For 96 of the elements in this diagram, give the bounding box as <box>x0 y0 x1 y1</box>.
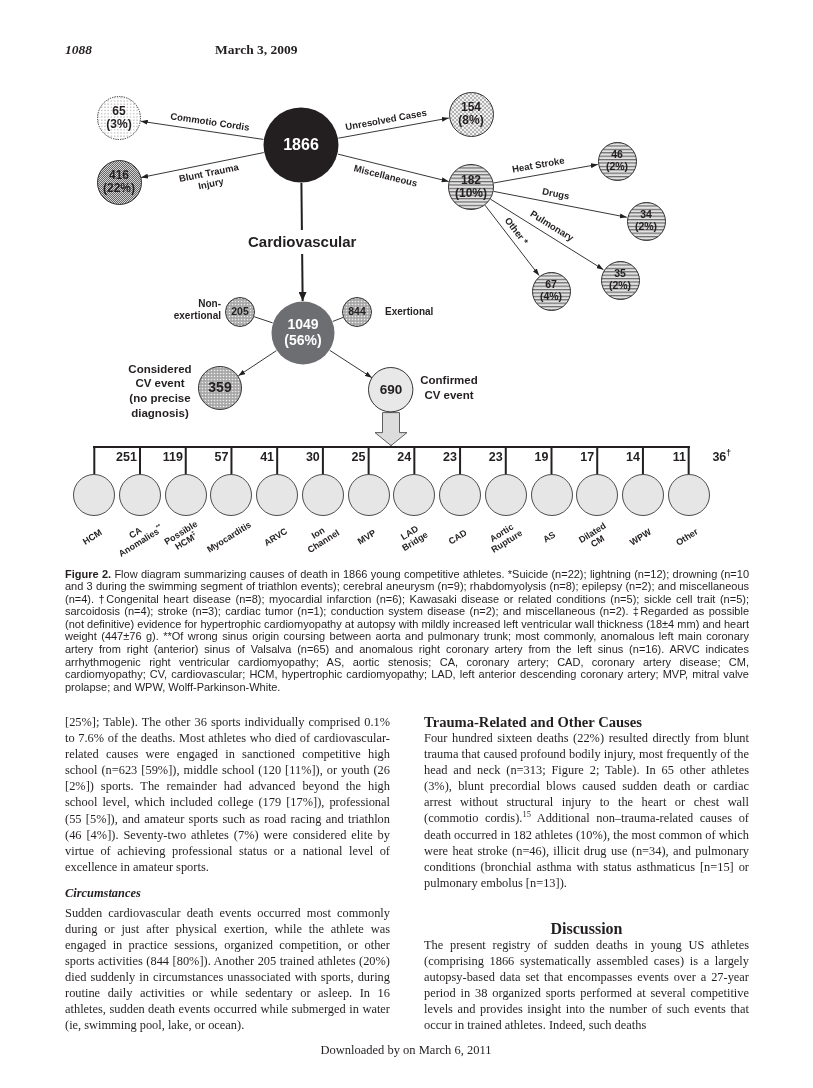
connector-line <box>596 446 599 475</box>
download-note: Downloaded by on March 6, 2011 <box>320 1042 492 1058</box>
bus-bar <box>93 445 691 448</box>
count-circle <box>271 301 335 365</box>
category-circle <box>576 474 619 516</box>
connector-line <box>687 446 690 475</box>
section-heading: Trauma-Related and Other Causes <box>424 714 643 731</box>
connector-line <box>504 446 507 475</box>
category-circle <box>73 474 116 516</box>
count-circle <box>96 159 142 205</box>
count-text: 690 <box>379 382 403 398</box>
category-circle <box>439 474 482 516</box>
count-circle <box>600 260 640 300</box>
count-text: 416 (22%) <box>102 168 136 196</box>
node-caption: Non-exertional <box>172 298 221 322</box>
category-circle <box>210 474 253 516</box>
connector-line <box>332 317 344 322</box>
category-circle <box>119 474 161 516</box>
count-label: 14 <box>625 449 640 465</box>
body-paragraph: The present registry of sudden deaths in young US athletes (comprising 1866 systematically assembled cases) is a largely autopsy-based data set that encompasses events over a 27-year period in 38 organized sports performed at several competitive levels and provides insight into the number of such events that occur in trained athletes. Indeed, such deaths <box>424 937 749 1034</box>
count-text: 844 <box>348 306 366 318</box>
connector-line <box>413 446 416 475</box>
count-label: 41 <box>260 449 275 465</box>
body-paragraph: Four hundred sixteen deaths (22%) resulted directly from blunt trauma that caused profound bodily injury, most frequently of the head and neck (n=313; Figure 2; Table). In 65 other athletes (3%), blunt precordial blows caused sudden death or cardiac arrest without structural injury to the heart or chest wall (commotio cordis).$^{15}$ Additional non–trauma-related causes of death occurred in 182 athletes (10%), the most common of which were heat stroke (n=46), illicit drug use (n=34), and pulmonary conditions (bronchial asthma with status asthmaticus [n=15] or pulmonary embolus [n=13]). <box>424 730 749 891</box>
category-label: CAD <box>446 527 469 547</box>
node-caption: Confirmed CV event <box>419 372 479 403</box>
category-circle <box>256 474 299 516</box>
count-label: 24 <box>397 449 412 465</box>
count-label: 17 <box>580 449 595 465</box>
count-label: 119 <box>162 449 183 465</box>
edge-label: Commotio Cordis <box>169 111 250 134</box>
count-text: 205 <box>231 306 249 318</box>
node-caption: Exertional <box>385 306 434 318</box>
count-label: 30 <box>305 449 320 465</box>
connector-line <box>367 446 370 475</box>
connector-line <box>139 446 141 475</box>
connector-line <box>550 446 553 475</box>
count-circle <box>448 91 494 137</box>
count-text: 34 (2%) <box>633 209 659 233</box>
category-circle <box>164 474 207 516</box>
category-circle <box>530 474 573 516</box>
count-label: 23 <box>443 449 457 465</box>
connector-line <box>253 316 274 324</box>
total-circle <box>263 107 339 183</box>
connector-line <box>230 446 233 475</box>
count-text: 1866 <box>283 136 319 154</box>
count-circle <box>97 96 141 140</box>
count-text: 359 <box>208 380 232 396</box>
category-circle <box>621 474 664 516</box>
issue-date: March 3, 2009 <box>215 42 298 58</box>
edge-label: Heat Stroke <box>511 155 566 176</box>
count-text: 46 (2%) <box>604 149 630 173</box>
count-text: 182 (10%) <box>454 173 488 201</box>
count-label: 23 <box>488 449 503 465</box>
connector-line <box>321 446 324 475</box>
count-text: 1049 (56%) <box>283 317 323 349</box>
category-circle <box>667 474 710 516</box>
count-circle <box>448 164 494 210</box>
category-circle <box>301 474 344 516</box>
connector-line <box>276 446 279 475</box>
category-label: MVP <box>355 527 378 547</box>
category-circle <box>484 474 527 516</box>
count-circle <box>198 366 242 410</box>
body-paragraph: [25%]; Table). The other 36 sports individually comprised 0.1% to 7.6% of the deaths. Most athletes who died of cardiovascular-related causes were engaged in sanctioned competitive high school (n=623 [59%]), middle school (120 [11%]), or youth (26 [2%]) sports. The remainder had advanced beyond the high school level, which included college (179 [17%]), professional (55 [5%]), and amateur sports such as road racing and triathlon (46 [4%]). Seventy-two athletes (7%) were considered elite by virtue of achieving professional status or a national level of excellence in amateur sports. <box>65 714 390 875</box>
category-label: AS <box>541 529 558 545</box>
count-label: 36$^{†}$ <box>712 449 731 465</box>
section-heading: Discussion <box>549 920 624 937</box>
count-circle <box>597 141 637 181</box>
edge-label: Drugs <box>541 186 570 203</box>
connector-line <box>459 446 462 475</box>
count-circle <box>342 297 372 327</box>
count-label: 11 <box>672 449 686 465</box>
subsection-heading: Circumstances <box>65 884 142 901</box>
count-circle <box>368 367 414 413</box>
count-label: 25 <box>351 449 366 465</box>
edge-label: Unresolved Cases <box>345 107 429 133</box>
count-circle <box>626 201 666 241</box>
page-number: 1088 <box>65 42 92 58</box>
category-circle <box>393 474 436 516</box>
connector-line <box>641 446 644 475</box>
edge-label: Blunt Trauma Injury <box>177 161 241 194</box>
count-label: 19 <box>534 449 549 465</box>
count-text: 154 (8%) <box>457 100 485 128</box>
body-paragraph: Sudden cardiovascular death events occurred most commonly during or just after physical exertion, while the athlete was engaged in practice sessions, organized competition, or other sports activities (844 [80%]). Another 205 trained athletes (20%) died suddenly in circumstances unassociated with sports, during routine daily activities or while sedentary or asleep. In 16 athletes, sudden death events occurred while submerged in water (ie, swimming pool, lake, or ocean). <box>65 904 390 1034</box>
count-text: 35 (2%) <box>607 268 633 292</box>
category-circle <box>347 474 390 516</box>
count-circle <box>531 271 571 311</box>
figure-caption: Figure 2. Flow diagram summarizing causes of death in 1866 young competitive athletes. *Suicide (n=22); lightning (n=12); drowning (n=10 and 3 during the swimming segment of triathlon events); cerebral aneurysm (n=9); rhabdomyolysis (n=8); epilepsy (n=2); and miscellaneous (n=4). †Congenital heart disease (n=8); myocardial infarction (n=6); Kawasaki disease or related conditions (n=5); sickle cell trait (n=5); sarcoidosis (n=4); stroke (n=3); cardiac tumor (n=1); conduction system disease (n=2); and miscellaneous (n=2). ‡Regarded as possible (not definitive) evidence for hypertrophic cardiomyopathy at autopsy with mildly increased left ventricular wall thickness (18±4 mm) and heart weight (447±76 g). **Of wrong sinus origin coursing between aorta and pulmonary trunk; most commonly, anomalous left main coronary artery from right (anterior) sinus of Valsalva (n=65) and anomalous right coronary artery from the left sinus (n=16). ARVC indicates arrhythmogenic right ventricular cardiomyopathy; AS, aortic stenosis; CA, coronary artery; CAD, coronary artery disease; CM, cardiomyopathy; CV, cardiovascular; HCM, hypertrophic cardiomyopathy; LAD, left anterior descending coronary artery; MVP, mitral valve prolapse; and WPW, Wolff-Parkinson-White. <box>65 567 749 694</box>
count-text: 67 (4%) <box>538 279 564 303</box>
connector-line <box>184 446 187 475</box>
node-caption: Considered CV event (no precise diagnosis) <box>127 361 193 422</box>
count-circle <box>225 297 255 327</box>
count-label: 57 <box>214 449 229 465</box>
count-text: 65 (3%) <box>105 104 133 132</box>
connector-line <box>93 446 96 475</box>
count-label: 251 <box>116 449 137 465</box>
